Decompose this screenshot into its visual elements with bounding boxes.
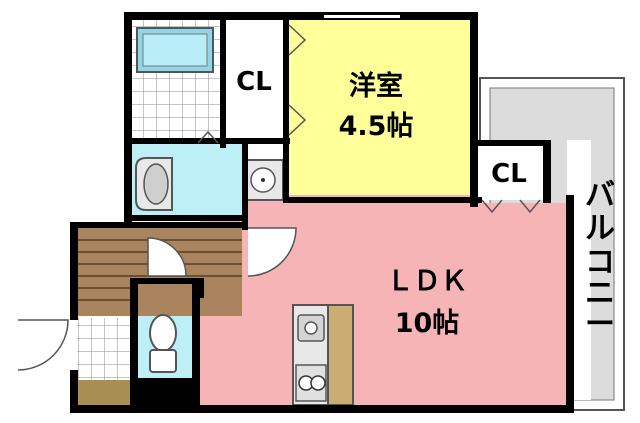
ldk-size: 10帖: [395, 308, 460, 339]
balcony-char-2: ル: [585, 211, 615, 246]
stove-icon: [295, 364, 327, 402]
bathtub-icon: [136, 27, 214, 73]
entrance-tile: [77, 318, 135, 380]
toilet-icon: [149, 314, 177, 373]
balcony-char-5: ー: [585, 307, 615, 342]
western-room-size: 4.5帖: [339, 111, 414, 142]
closet-right-label: CL: [491, 159, 527, 189]
washer-icon: [242, 159, 284, 201]
closet-right: [478, 145, 543, 200]
sink-icon: [297, 314, 325, 342]
walls: [70, 12, 574, 413]
ldk-name: ＬＤＫ: [387, 266, 468, 297]
balcony-char-1: バ: [585, 178, 615, 213]
closet-door-marks: [197, 24, 541, 214]
washbasin-icon: [135, 157, 173, 211]
western-room: [287, 20, 470, 203]
closet-top-label: CL: [236, 67, 272, 97]
western-room-name: 洋室: [349, 70, 403, 102]
closet-top: [225, 18, 285, 138]
balcony-char-3: コ: [585, 245, 615, 280]
balcony-char-4: ニ: [585, 276, 615, 311]
door-swing-icon: [17, 227, 297, 371]
